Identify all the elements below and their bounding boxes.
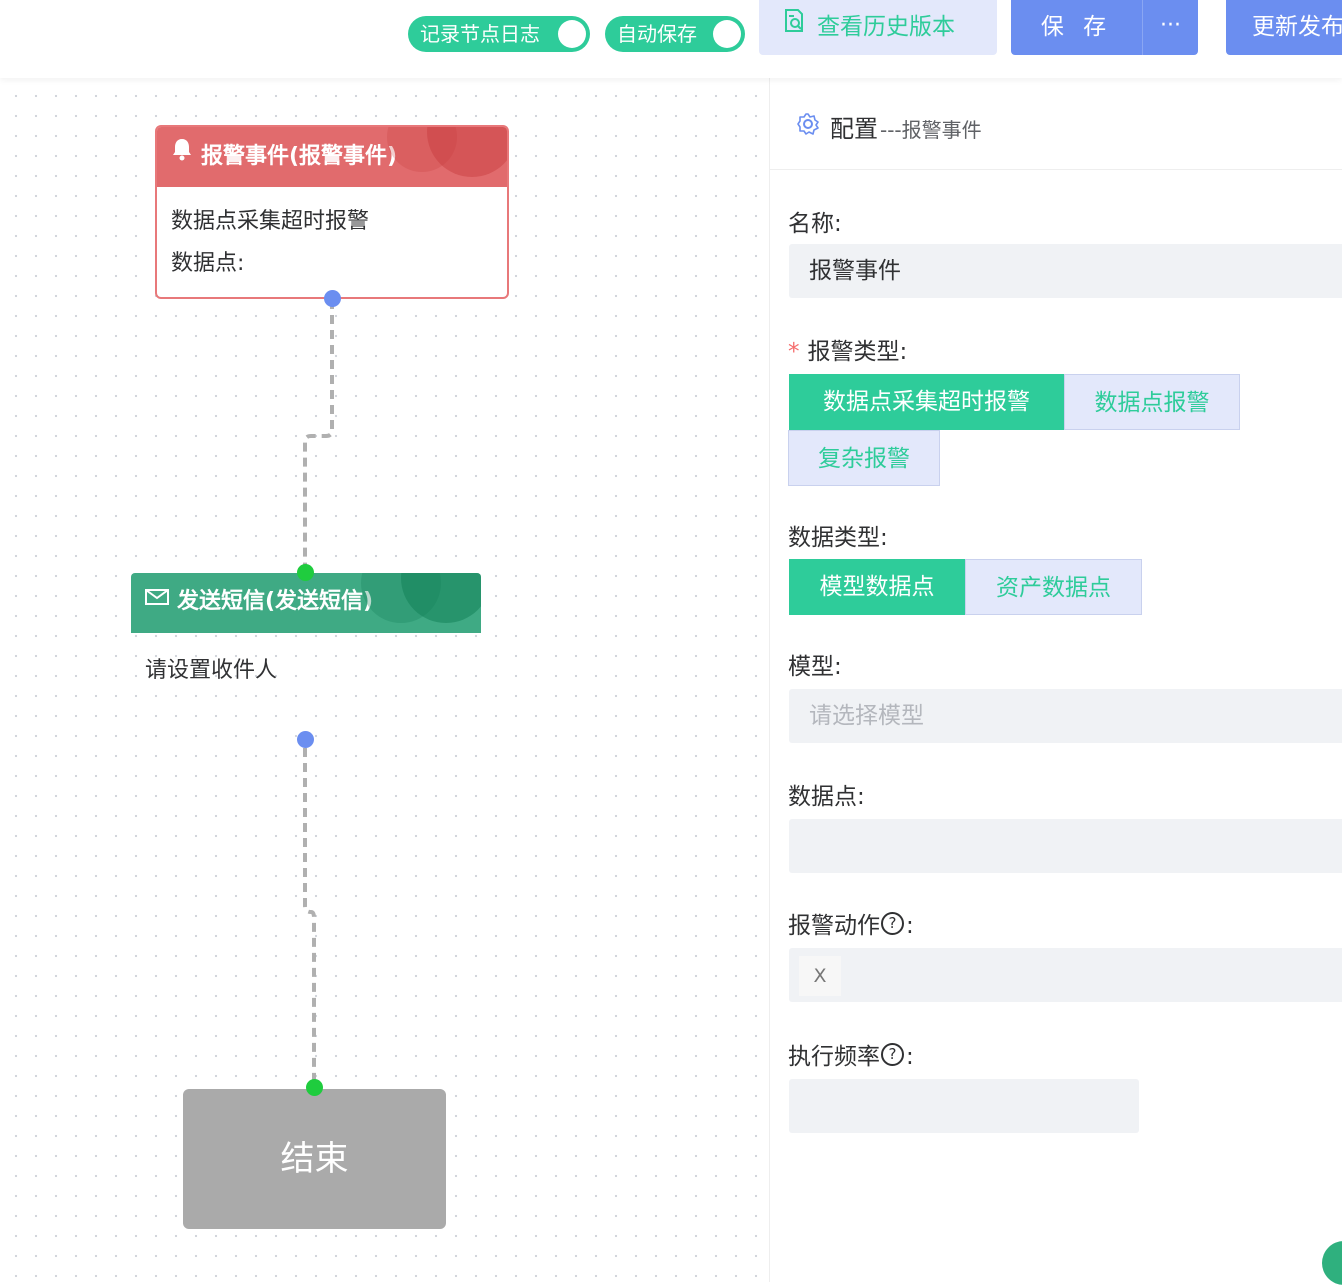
toggle-knob [713, 20, 741, 48]
model-label: 模型: [788, 654, 842, 680]
sms-output-port[interactable] [297, 731, 314, 748]
history-label: 查看历史版本 [817, 14, 955, 40]
flow-edges [303, 300, 334, 1085]
alarm-node-body: 数据点采集超时报警 数据点: [157, 187, 507, 297]
top-toolbar: 记录节点日志 自动保存 查看历史版本 保 存 ··· 更新发布 [0, 0, 1342, 78]
tag-close-icon[interactable]: X [799, 956, 841, 996]
history-version-button[interactable]: 查看历史版本 [759, 0, 997, 55]
gear-icon [796, 112, 820, 140]
bell-icon [171, 127, 193, 185]
config-subtitle: ---报警事件 [880, 118, 982, 142]
alarm-action-label-row: 报警动作?: [788, 912, 914, 939]
frequency-label-row: 执行频率?: [788, 1043, 914, 1070]
frequency-input[interactable] [789, 1079, 1139, 1133]
log-toggle[interactable]: 记录节点日志 [408, 16, 590, 52]
alarm-output-port[interactable] [324, 290, 341, 307]
data-type-option-model[interactable]: 模型数据点 [789, 559, 965, 615]
frequency-label: 执行频率 [788, 1044, 880, 1070]
end-node[interactable]: 结束 [183, 1089, 446, 1229]
toggle-knob [558, 20, 586, 48]
data-type-option-asset[interactable]: 资产数据点 [965, 559, 1142, 615]
help-icon[interactable]: ? [881, 912, 904, 935]
log-toggle-label: 记录节点日志 [420, 22, 540, 46]
more-button[interactable]: ··· [1142, 0, 1198, 55]
alarm-type-label-row: * 报警类型: [788, 332, 907, 366]
model-select[interactable]: 请选择模型 [789, 689, 1342, 743]
end-input-port[interactable] [306, 1079, 323, 1096]
send-sms-node[interactable]: 发送短信(发送短信) [131, 573, 481, 633]
alarm-type-label: 报警类型: [807, 339, 908, 365]
edge-alarm-to-sms [303, 300, 334, 570]
sms-input-port[interactable] [297, 564, 314, 581]
autosave-toggle-label: 自动保存 [617, 22, 697, 46]
document-search-icon [783, 0, 805, 55]
publish-button[interactable]: 更新发布 [1226, 0, 1342, 55]
alarm-event-node[interactable]: 报警事件(报警事件) 数据点采集超时报警 数据点: [155, 125, 509, 299]
sms-node-title: 发送短信(发送短信) [177, 589, 374, 614]
data-type-label: 数据类型: [788, 525, 888, 551]
name-input[interactable]: 报警事件 [789, 244, 1342, 298]
config-title: 配置 [830, 115, 878, 143]
envelope-icon [145, 573, 169, 629]
alarm-type-option-timeout[interactable]: 数据点采集超时报警 [789, 374, 1064, 430]
required-asterisk: * [788, 339, 800, 365]
autosave-toggle[interactable]: 自动保存 [605, 16, 745, 52]
alarm-node-title: 报警事件(报警事件) [201, 144, 398, 169]
sms-node-body: 请设置收件人 [145, 658, 278, 683]
alarm-node-datapoint: 数据点: [171, 251, 245, 276]
datapoint-label: 数据点: [788, 784, 865, 810]
alarm-type-option-datapoint[interactable]: 数据点报警 [1064, 374, 1240, 430]
alarm-node-header: 报警事件(报警事件) [157, 127, 507, 187]
alarm-action-label: 报警动作 [788, 913, 880, 939]
save-button[interactable]: 保 存 [1011, 0, 1142, 55]
floating-assistant-icon[interactable] [1322, 1241, 1342, 1285]
help-icon[interactable]: ? [881, 1043, 904, 1066]
datapoint-input[interactable] [789, 819, 1342, 873]
alarm-type-option-complex[interactable]: 复杂报警 [788, 430, 940, 486]
config-panel: 配置 ---报警事件 名称: 报警事件 * 报警类型: 数据点采集超时报警 数据点… [769, 78, 1342, 1282]
alarm-node-type: 数据点采集超时报警 [171, 209, 370, 234]
config-panel-header: 配置 ---报警事件 [770, 78, 1342, 170]
name-label: 名称: [788, 211, 842, 237]
edge-sms-to-end [303, 748, 316, 1085]
alarm-action-select[interactable] [789, 948, 1342, 1002]
